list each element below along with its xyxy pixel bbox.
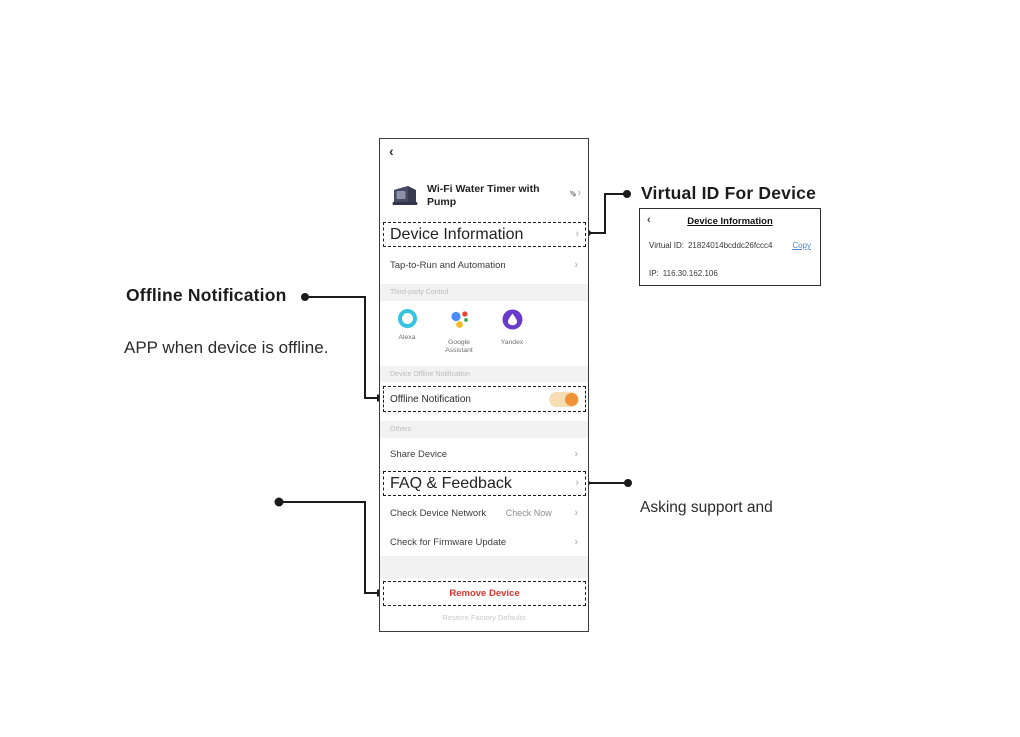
tap-to-run-label: Tap-to-Run and Automation <box>390 259 506 271</box>
faq-annotation-description: Asking support and <box>640 499 773 516</box>
toggle-knob <box>565 392 578 406</box>
device-title: Wi-Fi Water Timer with Pump <box>427 183 540 208</box>
section-others: Others <box>380 421 588 438</box>
remove-device-row[interactable]: Remove Device <box>383 581 586 606</box>
back-icon[interactable]: ‹ <box>389 143 394 159</box>
tap-to-run-row[interactable]: Tap-to-Run and Automation › <box>380 251 588 279</box>
check-firmware-row[interactable]: Check for Firmware Update › <box>380 528 588 556</box>
device-information-card-title: Device Information <box>687 216 773 227</box>
check-device-network-row[interactable]: Check Device Network Check Now › <box>380 499 588 527</box>
ip-label: IP: <box>649 269 659 278</box>
section-label: Others <box>390 426 412 433</box>
virtual-id-annotation-title: Virtual ID For Device <box>641 183 817 203</box>
share-device-label: Share Device <box>390 448 448 460</box>
chevron-right-icon: › <box>574 258 578 271</box>
google-assistant-label: Google Assistant <box>445 339 473 354</box>
section-gap <box>380 556 588 578</box>
chevron-right-icon: › <box>575 228 579 240</box>
remove-device-label: Remove Device <box>449 588 520 599</box>
copy-link[interactable]: Copy <box>792 241 811 250</box>
device-information-label: Device Information <box>390 225 524 243</box>
offline-notification-row: Offline Notification <box>383 386 586 412</box>
chevron-right-icon: › <box>574 447 578 460</box>
chevron-right-icon: › <box>574 535 578 548</box>
offline-annotation-title: Offline Notification <box>126 285 287 305</box>
faq-feedback-row[interactable]: FAQ & Feedback › <box>383 471 586 496</box>
device-settings-screen: ‹ Wi-Fi Water Timer with Pump ✎ › Device… <box>379 138 589 632</box>
virtual-id-label: Virtual ID: <box>649 241 684 250</box>
edit-name-icon[interactable]: ✎ <box>567 189 578 198</box>
section-label: Device Offline Notification <box>390 370 471 378</box>
alexa-icon <box>397 309 417 328</box>
yandex-label: Yandex <box>500 339 524 346</box>
faq-feedback-label: FAQ & Feedback <box>390 474 512 492</box>
integration-yandex[interactable]: Yandex <box>490 309 534 347</box>
device-thumbnail-icon <box>392 186 418 205</box>
restore-factory-defaults[interactable]: Restore Factory Defaults <box>442 613 526 622</box>
virtual-id-value: 21824014bcddc26fccc4 <box>687 241 773 250</box>
yandex-icon <box>502 309 522 330</box>
offline-notification-toggle[interactable] <box>549 391 579 407</box>
device-information-row[interactable]: Device Information › <box>383 222 586 247</box>
offline-notification-label: Offline Notification <box>390 393 471 405</box>
back-icon[interactable]: ‹ <box>647 214 651 226</box>
section-device-offline-notification: Device Offline Notification <box>380 366 588 382</box>
ip-value: 116.30.162.106 <box>662 269 718 278</box>
check-device-network-label: Check Device Network <box>390 507 487 519</box>
integration-google-assistant[interactable]: Google Assistant <box>434 309 484 354</box>
chevron-right-icon: › <box>577 187 581 199</box>
alexa-label: Alexa <box>398 334 416 341</box>
device-information-card: ‹ Device Information Virtual ID: 2182401… <box>639 208 821 286</box>
chevron-right-icon: › <box>575 477 579 489</box>
chevron-right-icon: › <box>574 506 578 519</box>
offline-annotation-description: APP when device is offline. <box>124 338 329 357</box>
section-third-party-control: Third-party Control <box>380 284 588 301</box>
share-device-row[interactable]: Share Device › <box>380 440 588 468</box>
section-label: Third-party Control <box>390 289 449 296</box>
check-firmware-label: Check for Firmware Update <box>390 536 507 548</box>
integration-alexa[interactable]: Alexa <box>385 309 429 342</box>
google-assistant-icon <box>450 311 468 328</box>
check-now-value: Check Now <box>505 508 552 518</box>
